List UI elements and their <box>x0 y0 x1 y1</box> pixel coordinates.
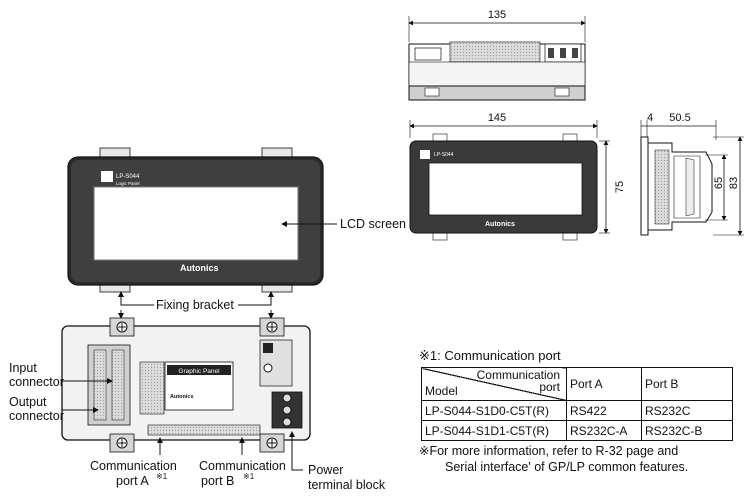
panel-rear-large: Graphic Panel Autonics <box>61 317 311 453</box>
output-connector-label-1: Output <box>9 395 47 409</box>
rear-graphic-panel: Graphic Panel <box>178 368 220 375</box>
comm-port-a-label-1: Communication <box>90 459 177 473</box>
dim-side-inner: 65 <box>713 177 725 189</box>
top-view: 135 <box>408 9 586 101</box>
table-header-model-label: Model <box>425 384 458 398</box>
input-connector-label-2: connector <box>9 375 64 389</box>
power-terminal-label-2: terminal block <box>308 478 386 492</box>
comm-port-a-label-2: port A <box>116 474 149 488</box>
comm-port-b-label-1: Communication <box>199 459 286 473</box>
table-cell-port-b: RS232C <box>641 400 733 421</box>
comm-table-note: ※For more information, refer to R-32 pag… <box>419 443 739 475</box>
table-cell-port-a: RS232C-A <box>566 420 642 441</box>
comm-port-b-label-2: port B <box>201 474 234 488</box>
front-view: 145 LP-S044 Autonics 75 <box>409 112 626 241</box>
comm-port-table: Communication port Model Port A Port B L… <box>421 367 733 441</box>
dim-side-outer: 83 <box>728 177 740 189</box>
table-row: LP-S044-S1D0-C5T(R) RS422 RS232C <box>421 400 733 421</box>
front-model-text: LP-S044 <box>434 152 454 158</box>
fixing-bracket-label: Fixing bracket <box>156 298 234 312</box>
table-header-comm: Communication <box>476 368 560 382</box>
dim-side-depth: 50.5 <box>669 112 690 124</box>
dim-front-width: 145 <box>488 112 506 124</box>
dim-front-height: 75 <box>614 181 626 193</box>
fixing-bracket-leader-top-right <box>238 291 274 306</box>
comm-port-a-note: ※1 <box>156 472 168 481</box>
table-header-port: port <box>539 380 560 394</box>
table-header-model: Communication port Model <box>421 367 567 401</box>
comm-port-b-note: ※1 <box>243 472 255 481</box>
comm-table-note-line2: Serial interface' of GP/LP common featur… <box>445 460 689 474</box>
large-subtitle: Logic Panel <box>116 181 140 186</box>
input-connector-label-1: Input <box>9 361 37 375</box>
panel-front-large: LP-S044 Logic Panel Autonics <box>67 147 324 293</box>
table-cell-port-a: RS422 <box>566 400 642 421</box>
power-terminal-leader <box>289 431 303 471</box>
table-header-port-b: Port B <box>641 367 733 401</box>
comm-table-note-line1: ※For more information, refer to R-32 pag… <box>419 444 679 458</box>
table-cell-port-b: RS232C-B <box>641 420 733 441</box>
dim-top-width: 135 <box>488 9 506 21</box>
power-terminal-label-1: Power <box>308 463 343 477</box>
output-connector-label-2: connector <box>9 409 64 423</box>
fixing-bracket-leader-top-left <box>118 291 154 306</box>
table-cell-model: LP-S044-S1D1-C5T(R) <box>421 420 567 441</box>
dim-side-small: 4 <box>647 112 653 124</box>
table-row: LP-S044-S1D1-C5T(R) RS232C-A RS232C-B <box>421 420 733 441</box>
lcd-screen-label: LCD screen <box>340 217 406 231</box>
large-model-text: LP-S044 <box>116 174 140 180</box>
side-view: 4 50.5 65 83 <box>640 112 744 236</box>
rear-brand: Autonics <box>170 394 194 400</box>
front-brand: Autonics <box>485 221 515 228</box>
table-cell-model: LP-S044-S1D0-C5T(R) <box>421 400 567 421</box>
large-brand: Autonics <box>180 263 219 273</box>
table-header-port-a: Port A <box>566 367 642 401</box>
comm-table-title: ※1: Communication port <box>419 348 561 363</box>
